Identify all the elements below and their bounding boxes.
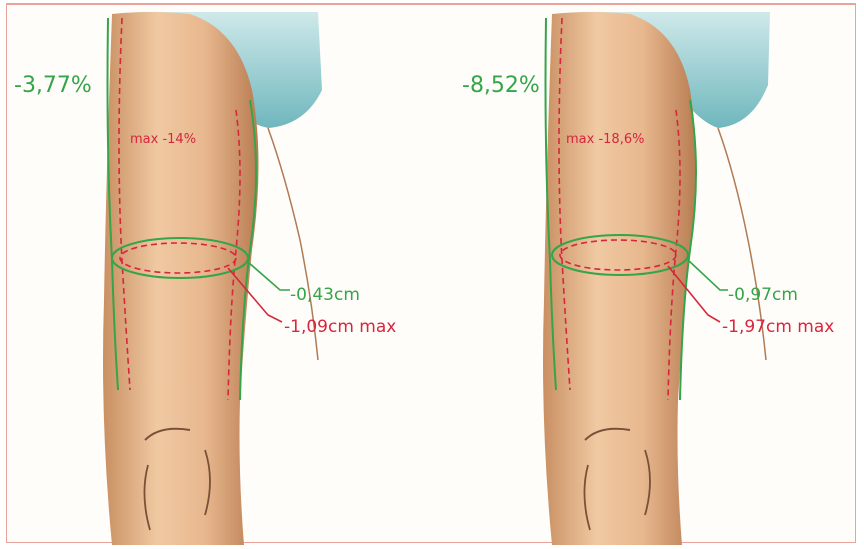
left-green-leader <box>248 262 290 290</box>
left-percent-max-label: max -14% <box>130 132 196 147</box>
left-leg-panel <box>103 12 322 545</box>
right-circumference-max-label: -1,97cm max <box>722 317 834 337</box>
left-circumference-change-label: -0,43cm <box>290 285 360 305</box>
right-thigh <box>543 12 696 545</box>
right-circumference-change-label: -0,97cm <box>728 285 798 305</box>
right-leg-panel <box>543 12 770 545</box>
left-circumference-max-label: -1,09cm max <box>284 317 396 337</box>
right-green-leader <box>688 260 728 290</box>
right-percent-max-label: max -18,6% <box>566 132 644 147</box>
left-percent-total-label: -3,77% <box>14 73 92 98</box>
right-percent-total-label: -8,52% <box>462 73 540 98</box>
